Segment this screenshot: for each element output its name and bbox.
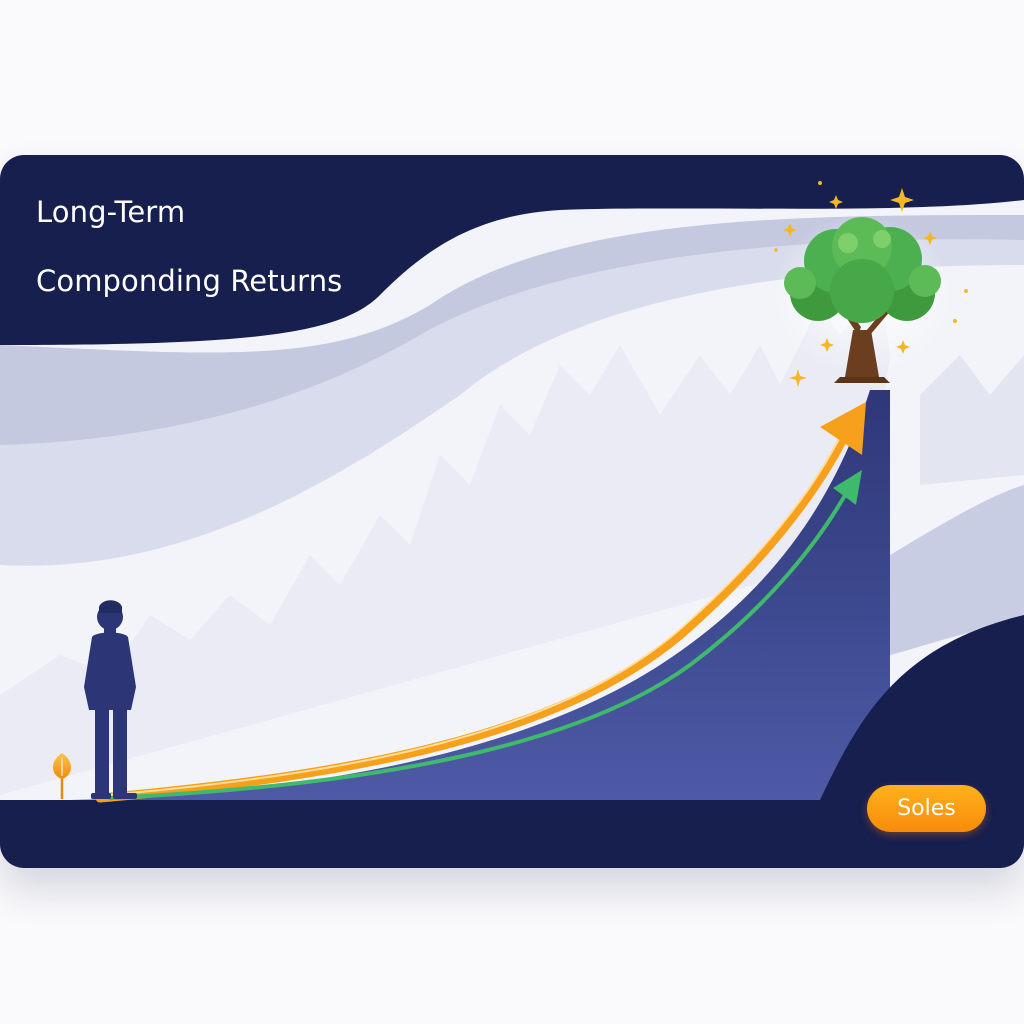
person-silhouette [84,600,137,799]
wave-band-right [890,485,1024,655]
sparkles [774,181,968,387]
sparkle-icon [829,195,843,209]
sparkle-icon [789,369,807,387]
sparkle-icon [783,223,797,237]
faint-market-chart [0,285,890,795]
illustration [0,155,1024,868]
compounding-card: Long-Term Componding Returns Soles [0,155,1024,868]
green-arrow-head [833,470,862,505]
sparkle-icon [896,340,910,354]
seedling-icon [53,753,71,799]
green-growth-arrow [108,488,850,800]
growth-curve-area [70,390,890,800]
header-band [0,155,1024,345]
sparkle-icon [820,338,834,352]
title-line-1: Long-Term [36,195,186,229]
wave-band-mid [0,215,1024,445]
ground-band [0,800,1024,868]
faint-market-chart-right [920,355,1024,485]
orange-growth-arrow [95,430,850,803]
orange-arrow-head [820,402,866,455]
title-line-2: Componding Returns [36,264,343,298]
sparkle-icon [923,231,937,245]
wave-band-light [0,215,1024,566]
soles-button[interactable]: Soles [867,785,986,832]
tree-icon [772,215,952,383]
sparkle-icon [890,188,914,212]
bottom-wave [820,615,1024,800]
